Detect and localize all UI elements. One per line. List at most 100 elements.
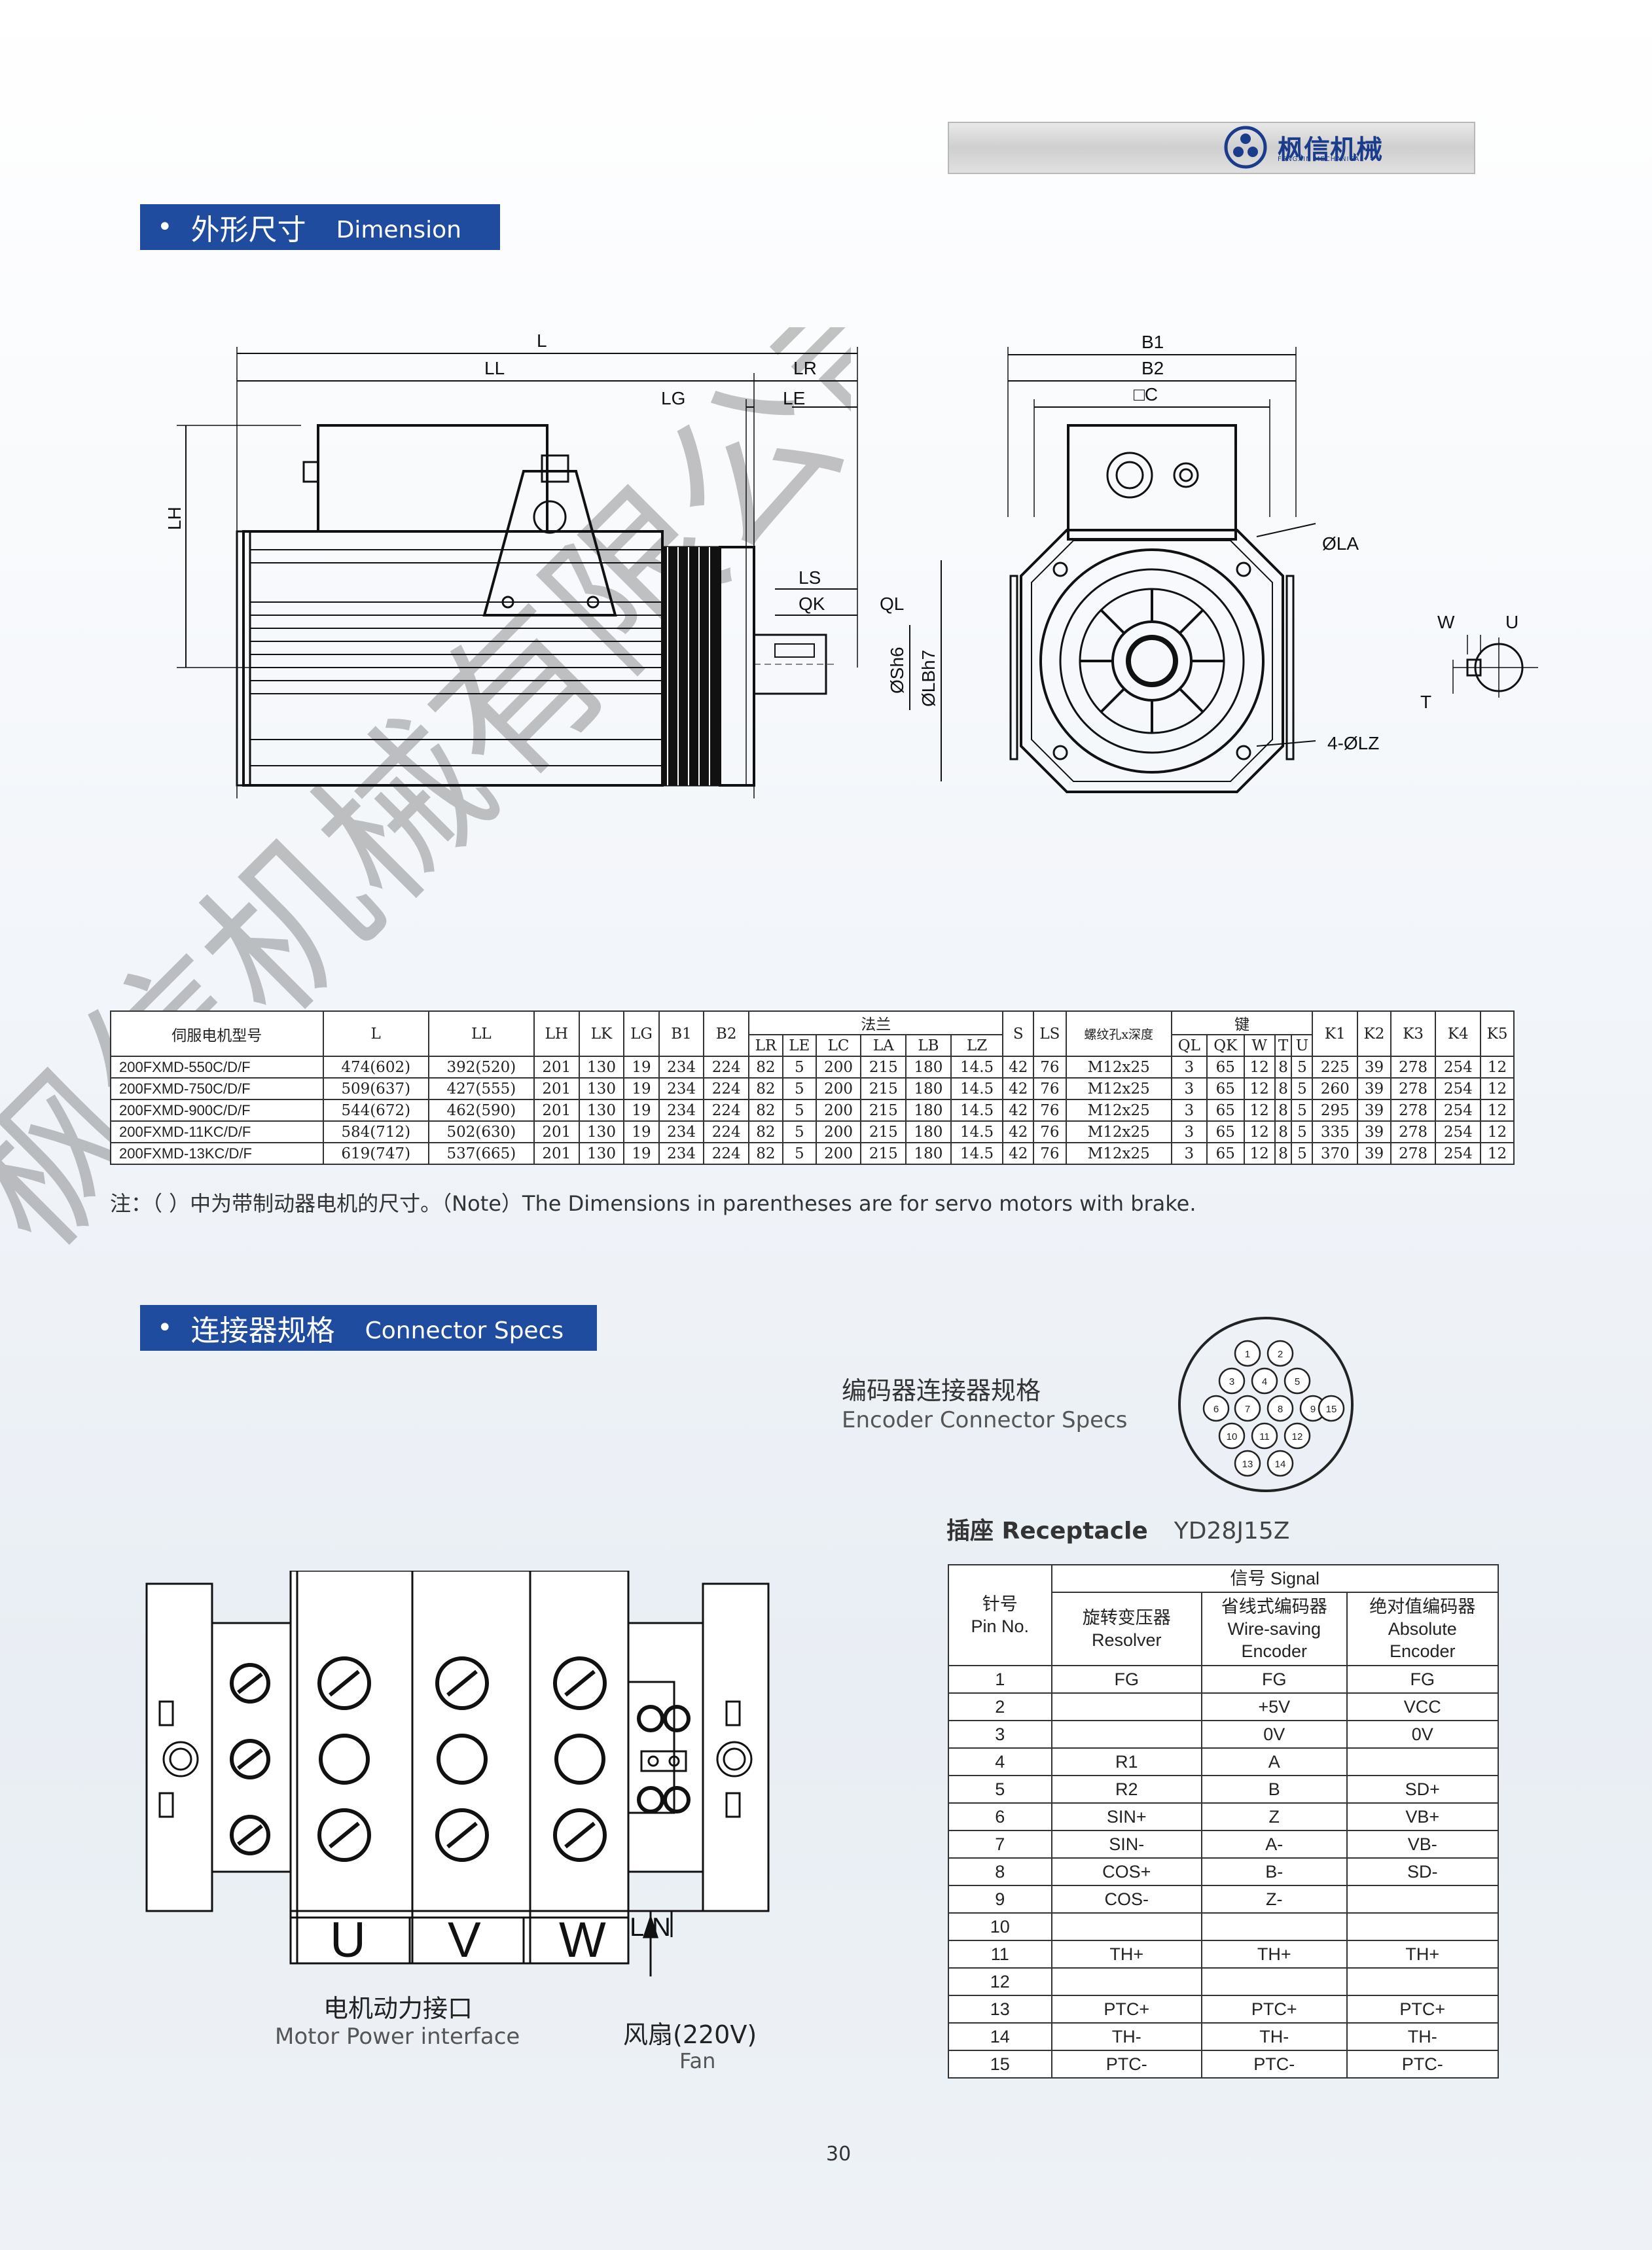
dimension-cell: 278 (1390, 1099, 1437, 1122)
model-cell: 200FXMD-750C/D/F (110, 1077, 324, 1100)
connector-pin (1218, 1422, 1246, 1450)
connector-pin-label: 4 (1262, 1376, 1267, 1387)
dimension-cell: 5 (1291, 1077, 1314, 1100)
dimension-cell: 130 (578, 1120, 625, 1143)
dimension-cell: 427(555) (427, 1077, 535, 1100)
dimension-cell: 5 (1291, 1120, 1314, 1143)
th-U: U (1291, 1034, 1314, 1057)
dimension-cell: 8 (1274, 1077, 1293, 1100)
connector-pin-label: 2 (1278, 1349, 1283, 1360)
dimension-cell: 19 (623, 1142, 660, 1165)
pin-number-cell: 5 (948, 1775, 1052, 1804)
dimension-cell: 19 (623, 1077, 660, 1100)
signal-cell (1201, 1912, 1348, 1941)
signal-cell: PTC- (1201, 2050, 1348, 2079)
th-K2: K2 (1357, 1010, 1392, 1057)
terminal-block-drawing: U V W L N (145, 1571, 770, 1976)
signal-cell: A (1201, 1747, 1348, 1776)
dimension-cell: 224 (703, 1142, 750, 1165)
signal-cell: TH+ (1201, 1940, 1348, 1969)
dimension-cell: 260 (1312, 1077, 1359, 1100)
connector-pin (1251, 1367, 1278, 1395)
dimension-cell: 39 (1357, 1056, 1392, 1079)
dimension-cell: 14.5 (950, 1077, 1004, 1100)
dimension-cell: 82 (748, 1077, 783, 1100)
label-W: W (1437, 612, 1455, 632)
dimension-cell: 82 (748, 1056, 783, 1079)
dimension-cell: 254 (1435, 1099, 1482, 1122)
dimension-cell: 82 (748, 1142, 783, 1165)
dimension-cell: 12 (1480, 1077, 1515, 1100)
dimension-cell: 200 (815, 1077, 862, 1100)
label-U: U (1505, 612, 1518, 632)
dimension-cell: 278 (1390, 1142, 1437, 1165)
dimension-note: 注：（ ）中为带制动器电机的尺寸。（Note）The Dimensions in… (110, 1191, 1196, 1216)
dimension-cell: 234 (658, 1056, 705, 1079)
dimension-cell: 584(712) (322, 1120, 429, 1143)
dimension-cell: 12 (1480, 1142, 1515, 1165)
signal-cell (1346, 1885, 1499, 1914)
dimension-cell: 335 (1312, 1120, 1359, 1143)
pin-number-cell: 3 (948, 1720, 1052, 1749)
connector-pin (1202, 1395, 1230, 1422)
dimension-cell: 12 (1243, 1142, 1276, 1165)
dimension-cell: 215 (860, 1142, 907, 1165)
signal-cell (1346, 1967, 1499, 1996)
dimension-cell: 76 (1033, 1120, 1067, 1143)
section-title-en: Connector Specs (365, 1317, 564, 1344)
label-C: □C (1134, 384, 1158, 404)
dimension-cell: 76 (1033, 1142, 1067, 1165)
th-QK: QK (1206, 1034, 1245, 1057)
dimension-cell: 39 (1357, 1120, 1392, 1143)
dimension-cell: 3 (1170, 1142, 1208, 1165)
motor-power-label-en: Motor Power interface (275, 2024, 520, 2050)
dimension-cell: 19 (623, 1099, 660, 1122)
th-model: 伺服电机型号 (110, 1010, 324, 1057)
dimension-cell: 3 (1170, 1120, 1208, 1143)
dimension-cell: 215 (860, 1120, 907, 1143)
signal-cell: PTC+ (1201, 1995, 1348, 2024)
receptacle-text: 插座 Receptacle (946, 1518, 1148, 1545)
label-B2: B2 (1141, 358, 1164, 378)
dimension-cell: 5 (781, 1099, 817, 1122)
th-LG: LG (623, 1010, 660, 1057)
th-W: W (1243, 1034, 1276, 1057)
signal-cell: R1 (1050, 1747, 1203, 1776)
dimension-cell: 42 (1002, 1120, 1035, 1143)
th-key: 键 (1170, 1010, 1314, 1035)
signal-cell: VB+ (1346, 1802, 1499, 1831)
connector-pin (1266, 1340, 1294, 1367)
dimension-cell: 76 (1033, 1056, 1067, 1079)
th-B1: B1 (658, 1010, 705, 1057)
dimension-cell: 130 (578, 1077, 625, 1100)
connector-section-header: • 连接器规格 Connector Specs (140, 1305, 597, 1351)
dimension-cell: 82 (748, 1099, 783, 1122)
label-LA: ØLA (1322, 533, 1359, 554)
dimension-cell: 201 (533, 1056, 580, 1079)
dimension-cell: 278 (1390, 1056, 1437, 1079)
dimension-cell: 42 (1002, 1142, 1035, 1165)
signal-cell: TH- (1201, 2022, 1348, 2051)
label-B1: B1 (1141, 332, 1164, 352)
signal-row: 10 (948, 1912, 1499, 1941)
dimension-cell: 12 (1243, 1056, 1276, 1079)
fan-label-cn: 风扇(220V) (623, 2020, 757, 2049)
pin-number-cell: 11 (948, 1940, 1052, 1969)
dimension-cell: 5 (781, 1142, 817, 1165)
dimension-cell: M12x25 (1065, 1142, 1172, 1165)
connector-pin (1234, 1450, 1261, 1477)
dimension-cell: M12x25 (1065, 1056, 1172, 1079)
connector-pin (1234, 1395, 1261, 1422)
pin-number-cell: 12 (948, 1967, 1052, 1996)
dimension-cell: 5 (781, 1120, 817, 1143)
dimension-cell: 14.5 (950, 1056, 1004, 1079)
connector-pin-label: 9 (1310, 1404, 1316, 1415)
dimension-cell: 12 (1480, 1099, 1515, 1122)
connector-pin (1284, 1422, 1311, 1450)
dimension-cell: 234 (658, 1142, 705, 1165)
pin-number-cell: 15 (948, 2050, 1052, 2079)
